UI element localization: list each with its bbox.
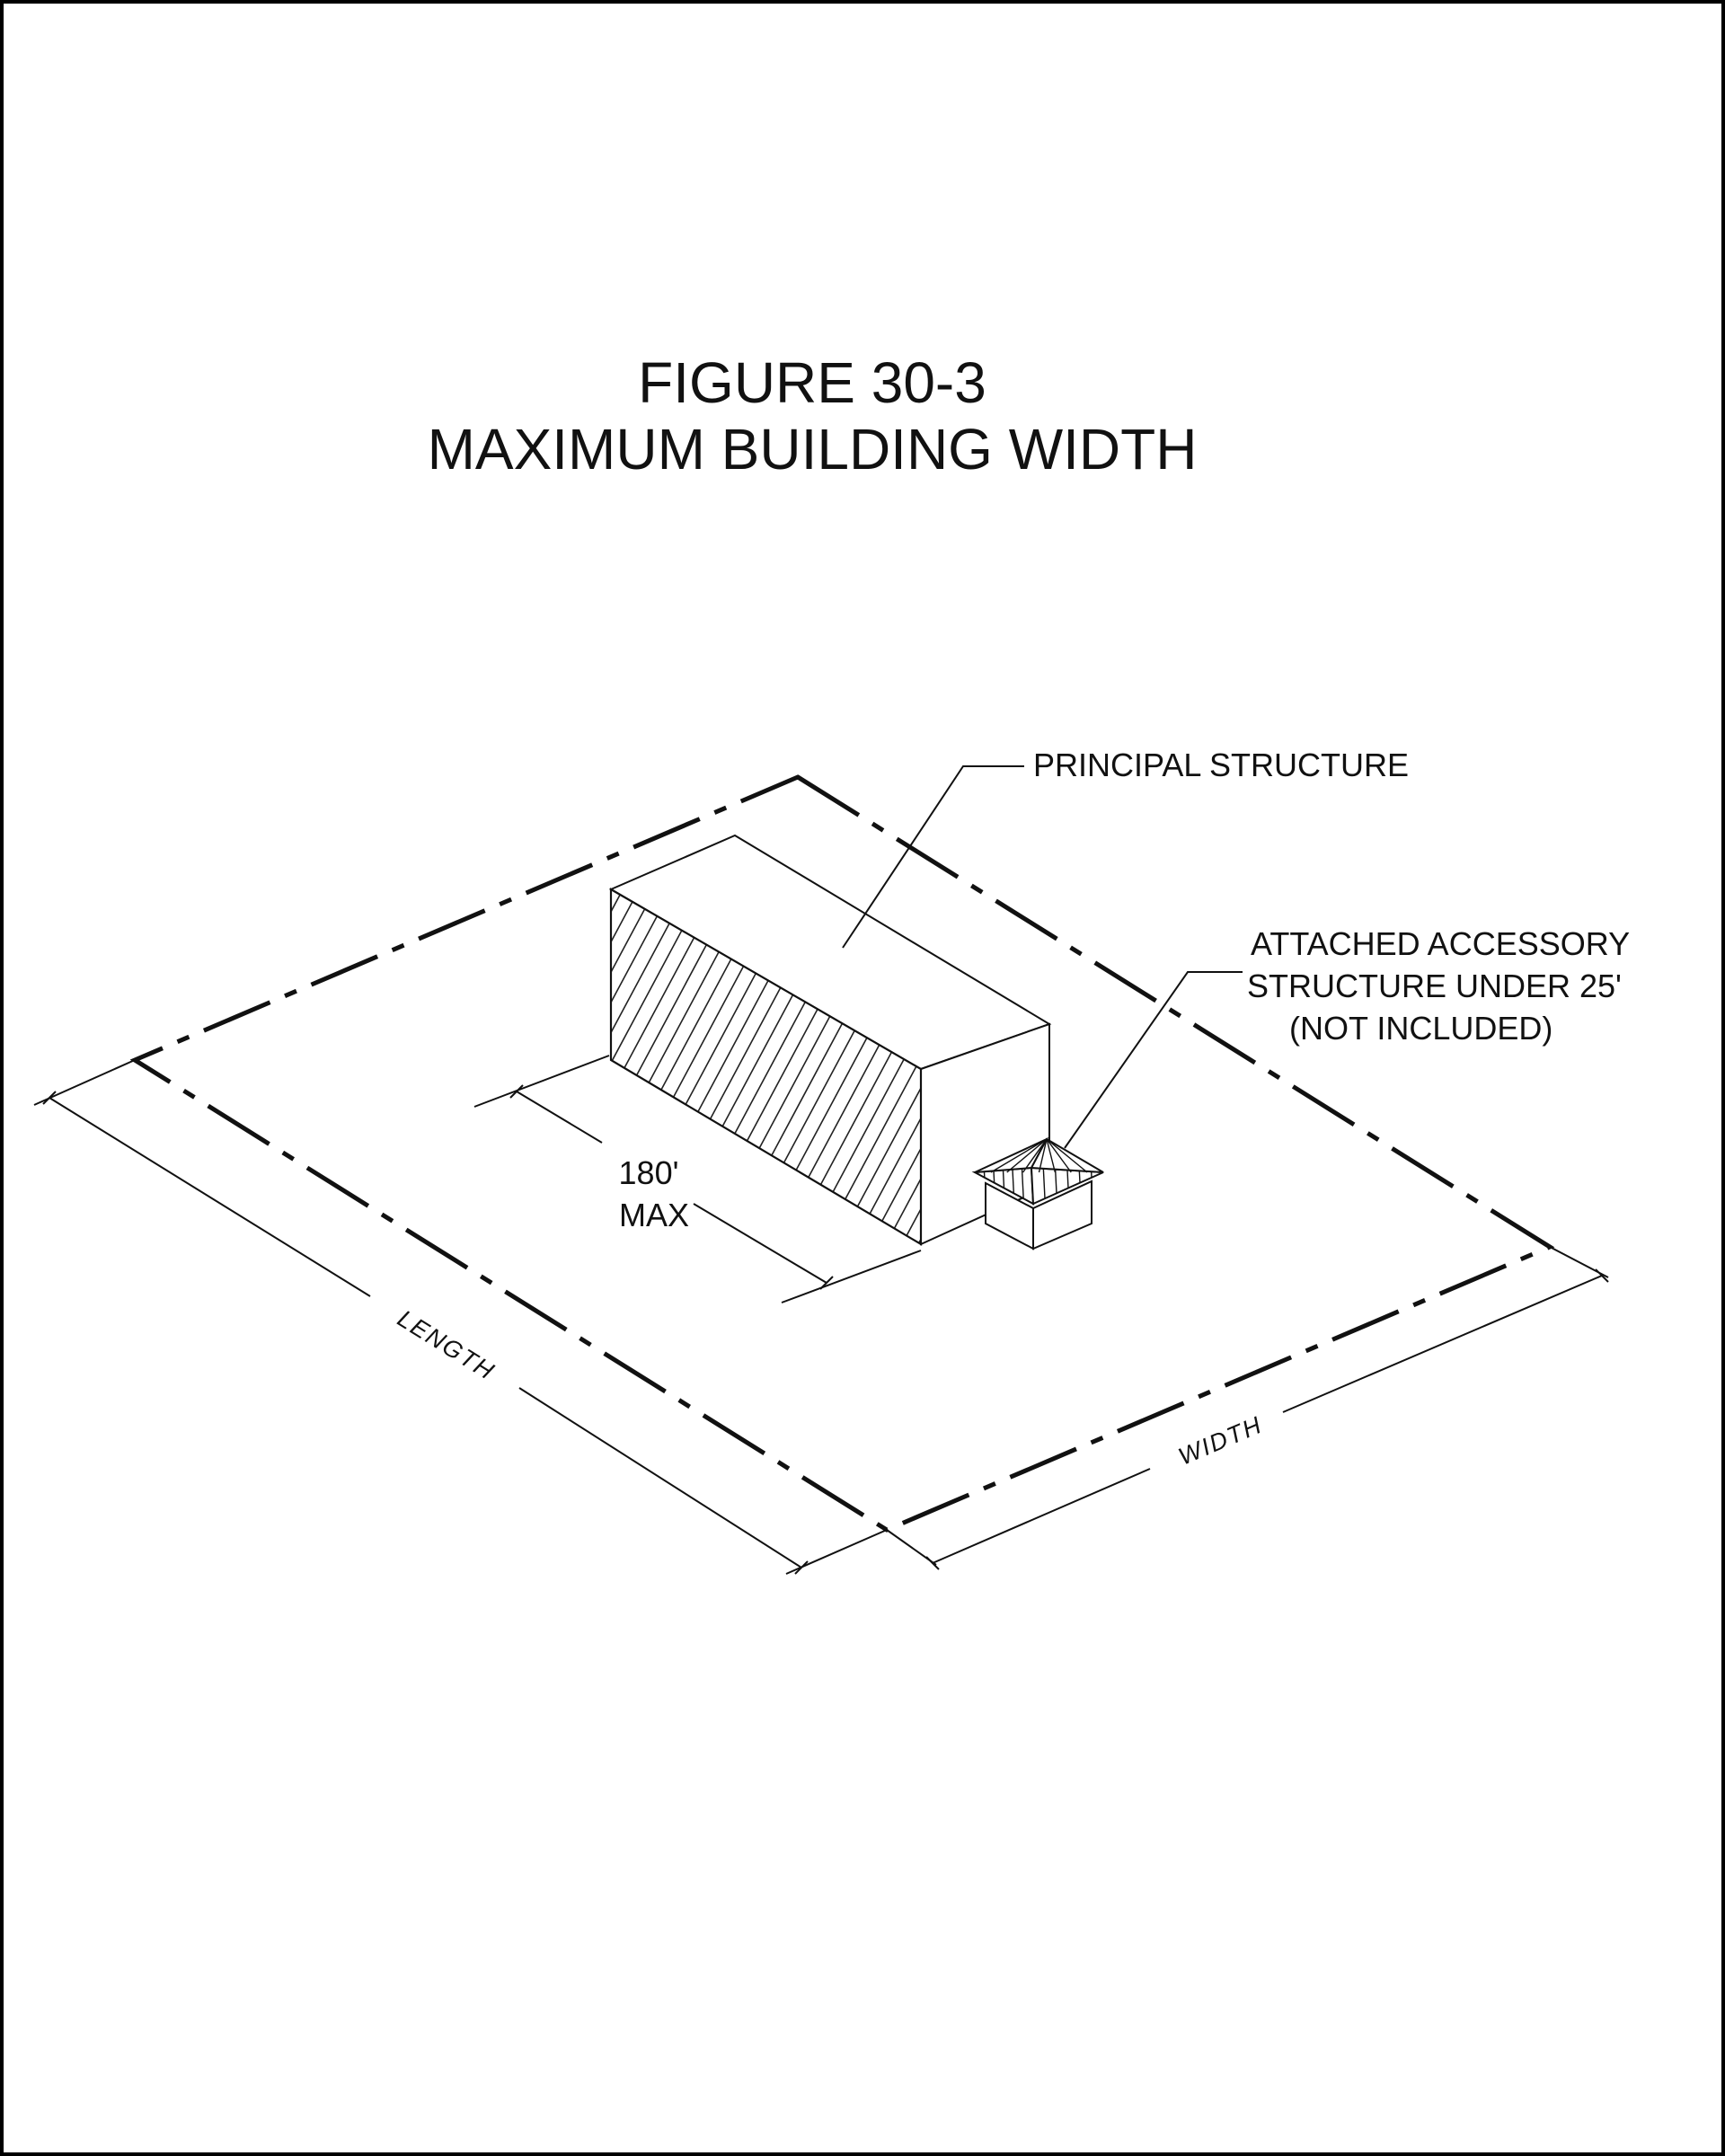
max-word-label: MAX	[619, 1197, 689, 1233]
site-plan-diagram: 180' MAX LENGTH WIDTH PRINCIPAL STRUCTUR…	[33, 747, 1630, 1575]
hatch-line	[611, 889, 650, 1244]
hatch-line	[361, 871, 568, 1258]
roof-shingle-line	[1042, 1168, 1046, 1199]
max-value-label: 180'	[619, 1154, 679, 1191]
principal-structure-leader	[842, 765, 1024, 949]
width-tick-left	[925, 1556, 940, 1570]
hatch-line	[377, 871, 584, 1258]
roof-shingle-line	[1022, 1138, 1048, 1173]
hatch-line	[345, 871, 552, 1258]
accessory-wall-side	[1032, 1180, 1092, 1250]
roof-shingle-line	[990, 1138, 1048, 1173]
hatch-line	[611, 889, 714, 1244]
length-dimension	[33, 1059, 888, 1575]
length-dimension-line-lower	[518, 1387, 802, 1568]
accessory-label-line1: ATTACHED ACCESSORY	[1251, 925, 1630, 962]
length-dimension-line-upper	[49, 1097, 371, 1297]
hatch-line	[313, 871, 519, 1258]
accessory-label-line3: (NOT INCLUDED)	[1289, 1010, 1552, 1047]
width-tick-right	[1595, 1268, 1609, 1283]
hatch-line	[862, 889, 921, 1244]
length-label: LENGTH	[393, 1304, 500, 1385]
max-dimension-line-upper	[516, 1091, 603, 1144]
hatch-line	[248, 871, 455, 1258]
roof-shingle-line	[1006, 1138, 1048, 1173]
hatch-line	[611, 889, 666, 1244]
roof-shingle-line	[1054, 1169, 1057, 1194]
figure-title-block: FIGURE 30-3 MAXIMUM BUILDING WIDTH	[4, 349, 1621, 482]
max-tick-top	[509, 1084, 524, 1099]
accessory-structure-leader	[1064, 971, 1243, 1149]
hatch-line	[611, 889, 682, 1244]
roof-shingle-line	[1078, 1171, 1081, 1183]
max-extension-line-bottom	[781, 1250, 922, 1303]
accessory-structure	[971, 1136, 1104, 1250]
length-tick-top	[42, 1091, 57, 1105]
hatch-line	[1073, 871, 1279, 1258]
roof-shingle-line	[1046, 1138, 1057, 1173]
max-width-dimension	[473, 1055, 922, 1303]
width-dimension	[886, 1246, 1609, 1570]
max-dimension-line-lower	[693, 1203, 827, 1284]
hatch-line	[232, 871, 438, 1258]
hatch-line	[394, 871, 600, 1258]
hatch-line	[296, 871, 503, 1258]
max-tick-bottom	[819, 1276, 834, 1290]
hatch-line	[216, 871, 422, 1258]
roof-shingle-line	[993, 1171, 995, 1183]
hatch-line	[878, 889, 921, 1244]
roof-shingle-line	[1046, 1138, 1088, 1173]
length-tick-bottom	[794, 1560, 809, 1575]
max-extension-line-top	[473, 1055, 610, 1108]
width-dimension-line-left	[932, 1468, 1151, 1564]
roof-shingle-line	[1046, 1138, 1072, 1173]
principal-structure-label: PRINCIPAL STRUCTURE	[1033, 747, 1409, 783]
width-dimension-line-right	[1282, 1275, 1603, 1413]
principal-structure	[216, 834, 1279, 1258]
width-label: WIDTH	[1174, 1411, 1266, 1471]
figure-title: MAXIMUM BUILDING WIDTH	[427, 417, 1198, 482]
hatch-line	[280, 871, 487, 1258]
roof-shingle-line	[1038, 1138, 1048, 1173]
hatch-line	[829, 889, 921, 1244]
roof-shingle-line	[1066, 1170, 1069, 1188]
hatch-line	[611, 889, 633, 1244]
figure-number: FIGURE 30-3	[638, 350, 986, 415]
accessory-label-line2: STRUCTURE UNDER 25'	[1247, 968, 1622, 1004]
roof-shingle-line	[1021, 1168, 1024, 1199]
hatch-line	[845, 889, 921, 1244]
hatch-line	[611, 889, 698, 1244]
